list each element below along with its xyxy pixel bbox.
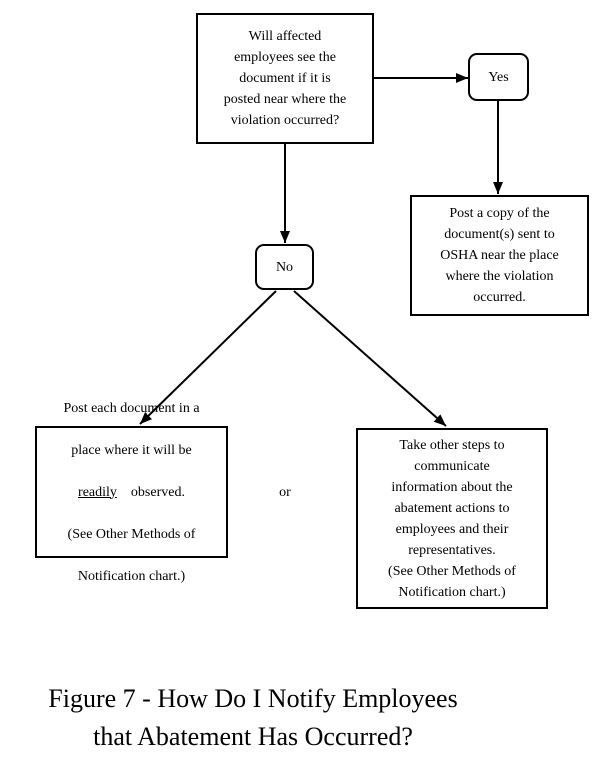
post-copy-box-text: Post a copy of the document(s) sent to O… <box>440 206 559 305</box>
no-box: No <box>255 244 314 290</box>
post-each-line-2: place where it will be <box>71 442 192 458</box>
question-box: Will affected employees see the document… <box>196 13 374 144</box>
post-each-line-1: Post each document in a <box>63 400 200 416</box>
post-each-box: Post each document in a place where it w… <box>35 401 228 584</box>
question-box-text: Will affected employees see the document… <box>223 29 347 128</box>
post-each-line-5: Notification chart.) <box>77 568 186 584</box>
post-each-line-4: (See Other Methods of <box>67 526 196 542</box>
post-each-line-3-rest: observed. <box>130 484 185 500</box>
take-steps-box: Take other steps to communicate informat… <box>356 428 548 609</box>
post-copy-box: Post a copy of the document(s) sent to O… <box>410 195 589 316</box>
yes-box: Yes <box>468 53 529 101</box>
post-each-box-text: Post each document in a place where it w… <box>37 377 226 608</box>
yes-box-label: Yes <box>488 69 509 85</box>
post-each-line-3: readily observed. <box>37 482 226 503</box>
take-steps-box-text: Take other steps to communicate informat… <box>388 437 516 600</box>
figure-caption: Figure 7 - How Do I Notify Employees tha… <box>48 684 458 751</box>
readily-underlined-text: readily <box>78 484 117 500</box>
no-box-label: No <box>275 259 294 275</box>
or-label: or <box>279 485 291 500</box>
